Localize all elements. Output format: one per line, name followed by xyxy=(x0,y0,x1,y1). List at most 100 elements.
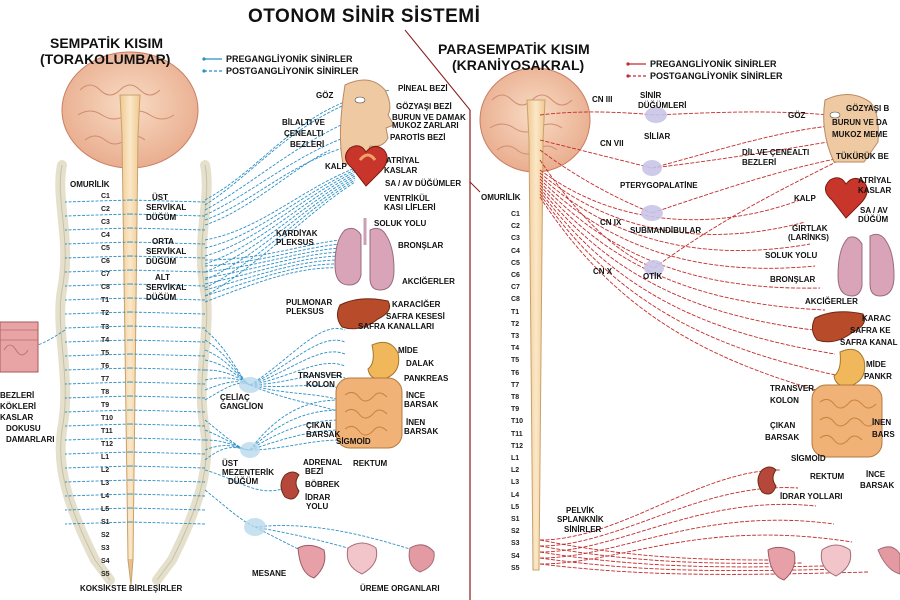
label-sinir-2: DÜĞÜMLERİ xyxy=(638,101,687,110)
vertebra-left-l1: L1 xyxy=(101,454,110,461)
eye-left xyxy=(354,96,366,104)
blueNerves-path xyxy=(64,409,131,413)
label-safra-right-2: SAFRA KANAL xyxy=(840,338,898,347)
coccyx-label: KOKSİKSTE BİRLEŞİRLER xyxy=(80,584,183,593)
blueNerves-path xyxy=(64,367,131,371)
lung-left-r xyxy=(369,227,395,291)
label-atriyal-right-2: KASLAR xyxy=(858,186,892,195)
label-rektum-right: REKTUM xyxy=(810,472,845,481)
blueNerves-path xyxy=(64,493,131,497)
vertebra-right-t1: T1 xyxy=(511,308,520,316)
blueNerves-path xyxy=(204,381,251,391)
label-tukuruk: TÜKÜRÜK BE xyxy=(836,152,889,161)
blueNerves-path xyxy=(204,251,341,279)
blueNerves-path xyxy=(204,247,341,273)
vertebra-right-t7: T7 xyxy=(511,381,520,389)
vertebra-left-l2: L2 xyxy=(101,467,110,475)
bladder-left xyxy=(297,544,326,579)
vertebra-left-t3: T3 xyxy=(101,323,110,331)
blueNerves-path xyxy=(204,167,356,241)
blueNerves-path xyxy=(64,507,131,511)
blueNerves-path xyxy=(204,169,356,249)
spinal-cord-label-left: OMURİLİK xyxy=(70,180,110,189)
redNerves-path xyxy=(651,157,841,214)
blueNerves-path xyxy=(204,125,386,216)
reproductive-right-1 xyxy=(820,544,852,577)
blueNerves-path xyxy=(204,439,251,451)
redNerves-path xyxy=(539,111,657,116)
label-orta-3: DÜĞÜM xyxy=(146,257,177,266)
blueNerves-path xyxy=(249,419,341,451)
vertebra-right-s4: S4 xyxy=(511,552,520,560)
label-saav-left: SA / AV DÜĞÜMLER xyxy=(385,179,462,188)
blueNerves-path xyxy=(64,381,131,385)
vertebra-right-c2: C2 xyxy=(511,223,520,231)
blueNerves-path xyxy=(249,384,346,415)
vertebra-left-t12: T12 xyxy=(101,440,114,448)
label-pineal: PİNEAL BEZİ xyxy=(398,84,448,93)
divider-tick xyxy=(469,181,481,193)
vertebra-right-t9: T9 xyxy=(511,406,520,414)
label-alt-3: DÜĞÜM xyxy=(146,293,177,302)
diagram-title: OTONOM SİNİR SİSTEMİ xyxy=(248,6,481,27)
label-goz-left: GÖZ xyxy=(316,91,334,100)
label-transver-right-2: KOLON xyxy=(770,396,799,405)
blueNerves-path xyxy=(129,199,206,203)
parasympathetic-subheader: (KRANİYOSAKRAL) xyxy=(452,57,585,73)
spinal-cord-label-right: OMURİLİK xyxy=(481,193,521,202)
label-bilalti-2: ÇENEALTI xyxy=(284,129,324,138)
spinal-cord-left xyxy=(119,94,141,561)
vertebra-left-t9: T9 xyxy=(101,401,110,409)
redNerves-path xyxy=(539,169,801,221)
heart-left xyxy=(345,145,388,187)
label-safra-left-1: SAFRA KESESİ xyxy=(386,312,445,321)
vertebra-right-t11: T11 xyxy=(511,430,523,438)
label-skin-4: DOKUSU xyxy=(6,424,41,433)
stomach-right xyxy=(833,348,866,387)
sympathetic-chain-left xyxy=(55,160,115,585)
blueNerves-path xyxy=(129,395,206,399)
label-skin-5: DAMARLARI xyxy=(6,435,55,444)
vertebra-right-c8: C8 xyxy=(511,296,520,304)
label-girtlak-2: (LARİNKS) xyxy=(788,233,829,242)
blueNerves-path xyxy=(64,437,131,441)
label-safra-left-2: SAFRA KANALLARI xyxy=(358,322,435,331)
blueNerves-path xyxy=(64,339,131,343)
blueNerves-path xyxy=(249,399,341,451)
blueNerves-path xyxy=(204,489,256,528)
vertebra-right-l4: L4 xyxy=(511,491,520,499)
vertebra-right-c6: C6 xyxy=(511,272,520,279)
blueNerves-path xyxy=(129,269,206,273)
blueNerves-path xyxy=(129,325,206,329)
redNerves-path xyxy=(539,196,846,399)
blueNerves-path xyxy=(204,175,356,273)
label-rektum-left: REKTUM xyxy=(353,459,388,468)
blueNerves-path xyxy=(64,423,131,427)
label-otik: OTİK xyxy=(643,272,663,281)
vertebra-left-s3: S3 xyxy=(101,545,110,553)
vertebra-left-l4: L4 xyxy=(101,493,110,501)
blueNerves-path xyxy=(249,328,346,386)
blueNerves-path xyxy=(64,199,131,203)
vertebra-right-t10: T10 xyxy=(511,418,524,426)
redNerves-path xyxy=(539,487,799,547)
label-saav-right-2: DÜĞÜM xyxy=(858,215,889,224)
head-left xyxy=(339,79,395,165)
vertebra-right-t5: T5 xyxy=(511,357,520,365)
sympathetic-ganglia xyxy=(239,377,266,536)
label-ust-servikal-3: DÜĞÜM xyxy=(146,213,177,222)
bladder-right xyxy=(767,546,796,581)
blueNerves-path xyxy=(204,97,356,201)
blueNerves-path xyxy=(249,362,346,386)
label-transver-left-2: KOLON xyxy=(306,380,335,389)
redNerves-path xyxy=(651,139,841,169)
label-parotis: PAROTİS BEZİ xyxy=(390,133,446,142)
vertebra-right-c1: C1 xyxy=(511,211,520,218)
blueNerves-path xyxy=(129,339,206,343)
label-idrar-right: İDRAR YOLLARI xyxy=(780,492,843,501)
vertebra-right-c4: C4 xyxy=(511,247,520,255)
label-ventrikul-2: KASI LİFLERİ xyxy=(384,203,436,212)
sympathetic-chain-right xyxy=(152,160,212,585)
blueNerves-path xyxy=(129,241,206,245)
label-atriyal-right-1: ATRİYAL xyxy=(858,176,892,185)
